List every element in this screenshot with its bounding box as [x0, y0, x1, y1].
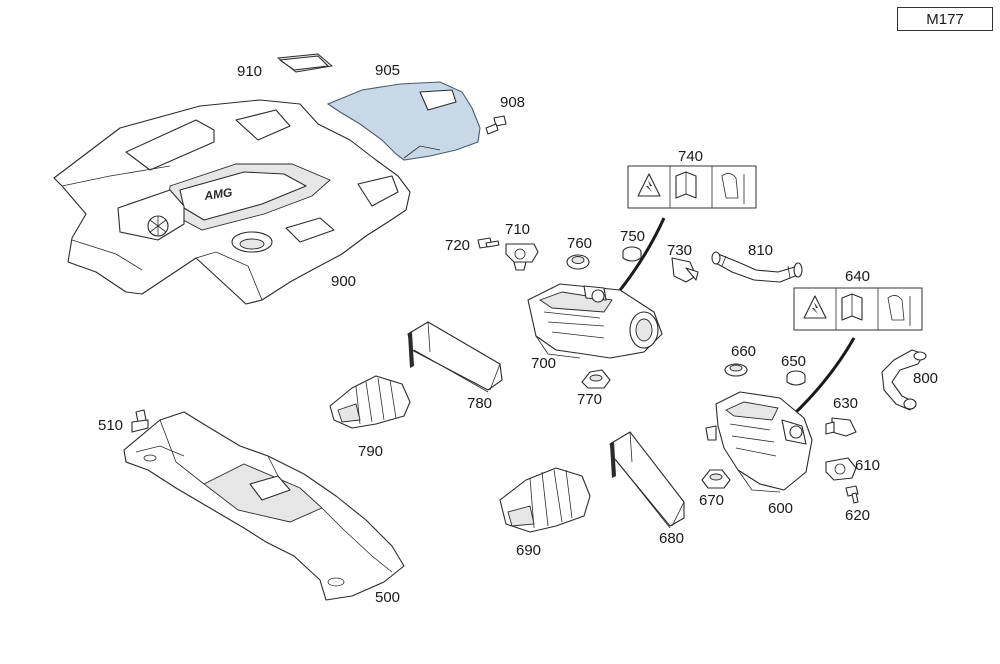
- callout-670: 670: [699, 492, 724, 509]
- reference-code-box: M177: [897, 7, 993, 31]
- callout-700: 700: [531, 355, 556, 372]
- callout-630: 630: [833, 395, 858, 412]
- reference-code: M177: [926, 10, 964, 28]
- part-750-bushing: [622, 246, 642, 262]
- part-790-intake-duct: [329, 375, 411, 429]
- part-905-insulation: [326, 81, 481, 161]
- callout-910: 910: [237, 63, 262, 80]
- callout-650: 650: [781, 353, 806, 370]
- part-650-bushing: [786, 370, 806, 386]
- part-640-warning-label: [793, 287, 923, 331]
- part-760-grommet: [566, 254, 590, 270]
- callout-810: 810: [748, 242, 773, 259]
- callout-905: 905: [375, 62, 400, 79]
- callout-710: 710: [505, 221, 530, 238]
- part-730-sensor: [671, 257, 699, 283]
- part-780-filter-element: [407, 321, 503, 393]
- callout-908: 908: [500, 94, 525, 111]
- callout-750: 750: [620, 228, 645, 245]
- callout-510: 510: [98, 417, 123, 434]
- part-770-grommet: [581, 369, 611, 389]
- part-900-engine-cover: AMG: [53, 99, 411, 305]
- callout-720: 720: [445, 237, 470, 254]
- part-910-pad: [276, 53, 334, 73]
- part-720-bolt: [477, 237, 500, 249]
- callout-740: 740: [678, 148, 703, 165]
- part-510-clip: [131, 409, 149, 433]
- part-810-hose: [711, 251, 803, 283]
- part-700-air-filter-housing: [527, 283, 663, 359]
- callout-640: 640: [845, 268, 870, 285]
- part-680-filter-element: [609, 431, 685, 529]
- part-800-hose: [881, 349, 927, 411]
- callout-680: 680: [659, 530, 684, 547]
- callout-690: 690: [516, 542, 541, 559]
- pointer-arrow-640: [790, 337, 856, 418]
- amg-logo: AMG: [202, 185, 233, 203]
- part-660-grommet: [724, 363, 748, 377]
- part-620-bolt: [845, 485, 859, 504]
- part-500-tray: [123, 411, 405, 601]
- callout-760: 760: [567, 235, 592, 252]
- part-740-warning-label: [627, 165, 757, 209]
- part-630-sensor: [825, 417, 857, 437]
- callout-770: 770: [577, 391, 602, 408]
- callout-610: 610: [855, 457, 880, 474]
- callout-730: 730: [667, 242, 692, 259]
- callout-500: 500: [375, 589, 400, 606]
- part-600-air-filter-housing: [705, 391, 813, 493]
- callout-600: 600: [768, 500, 793, 517]
- callout-660: 660: [731, 343, 756, 360]
- callout-790: 790: [358, 443, 383, 460]
- part-710-sensor: [505, 243, 539, 271]
- callout-800: 800: [913, 370, 938, 387]
- part-908-bolt: [485, 115, 507, 135]
- callout-780: 780: [467, 395, 492, 412]
- part-690-intake-duct: [499, 467, 591, 533]
- part-670-grommet: [701, 469, 731, 489]
- callout-900: 900: [331, 273, 356, 290]
- part-610-sensor: [825, 457, 857, 481]
- callout-620: 620: [845, 507, 870, 524]
